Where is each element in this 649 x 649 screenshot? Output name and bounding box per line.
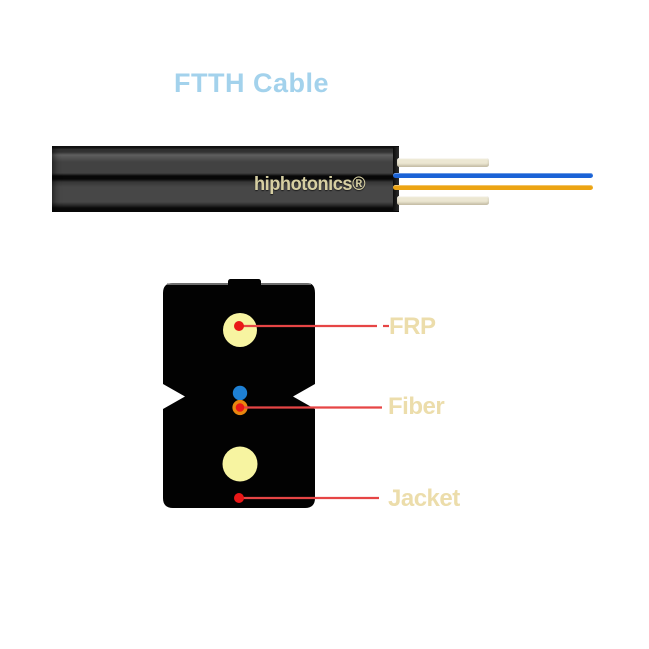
- fiber-dot-blue: [232, 385, 248, 401]
- cable-brand-label: hiphotonics®: [254, 174, 366, 195]
- frp-circle-bottom: [222, 446, 258, 482]
- frp-rod-bottom: [397, 196, 489, 205]
- callout-label-frp: FRP: [389, 313, 436, 340]
- fiber-strand-orange: [393, 185, 593, 190]
- fiber-strand-blue: [393, 173, 593, 178]
- callout-label-jacket: Jacket: [388, 485, 460, 512]
- frp-rod-top: [397, 158, 489, 167]
- marker-dot-fiber: [235, 403, 245, 412]
- jacket-top-bump: [228, 279, 261, 288]
- page-title: FTTH Cable: [174, 68, 330, 98]
- cable-jacket-body: [52, 146, 399, 212]
- marker-dot-jacket: [234, 493, 244, 503]
- cross-section-diagram: [163, 279, 389, 508]
- marker-dot-frp: [234, 321, 244, 331]
- callout-label-fiber: Fiber: [388, 393, 445, 420]
- cable-end-cap: [393, 147, 399, 211]
